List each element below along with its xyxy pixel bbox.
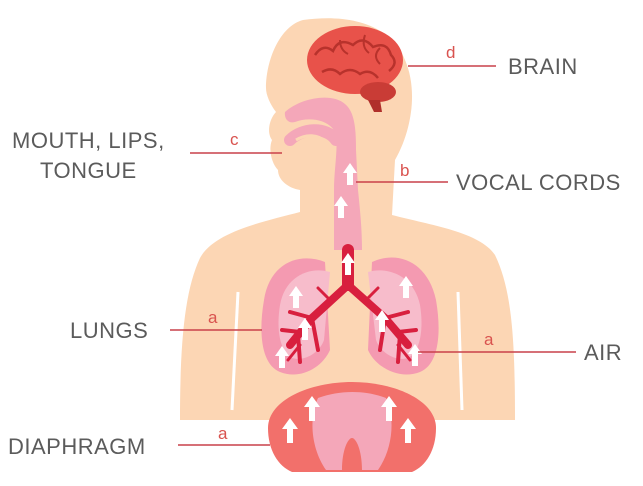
letter-brain: d — [446, 43, 455, 62]
label-brain: BRAIN — [508, 54, 578, 79]
letter-vocal-cords: b — [400, 161, 409, 180]
label-vocal-cords: VOCAL CORDS — [456, 170, 621, 195]
label-air: AIR — [584, 340, 622, 365]
letter-mouth: c — [230, 130, 239, 149]
label-diaphragm: DIAPHRAGM — [8, 434, 146, 459]
letter-lungs: a — [208, 308, 218, 327]
label-mouth-line2: TONGUE — [40, 158, 137, 183]
letter-diaphragm: a — [218, 424, 228, 443]
label-mouth-line1: MOUTH, LIPS, — [12, 128, 165, 153]
label-lungs: LUNGS — [70, 318, 148, 343]
letter-air: a — [484, 330, 494, 349]
